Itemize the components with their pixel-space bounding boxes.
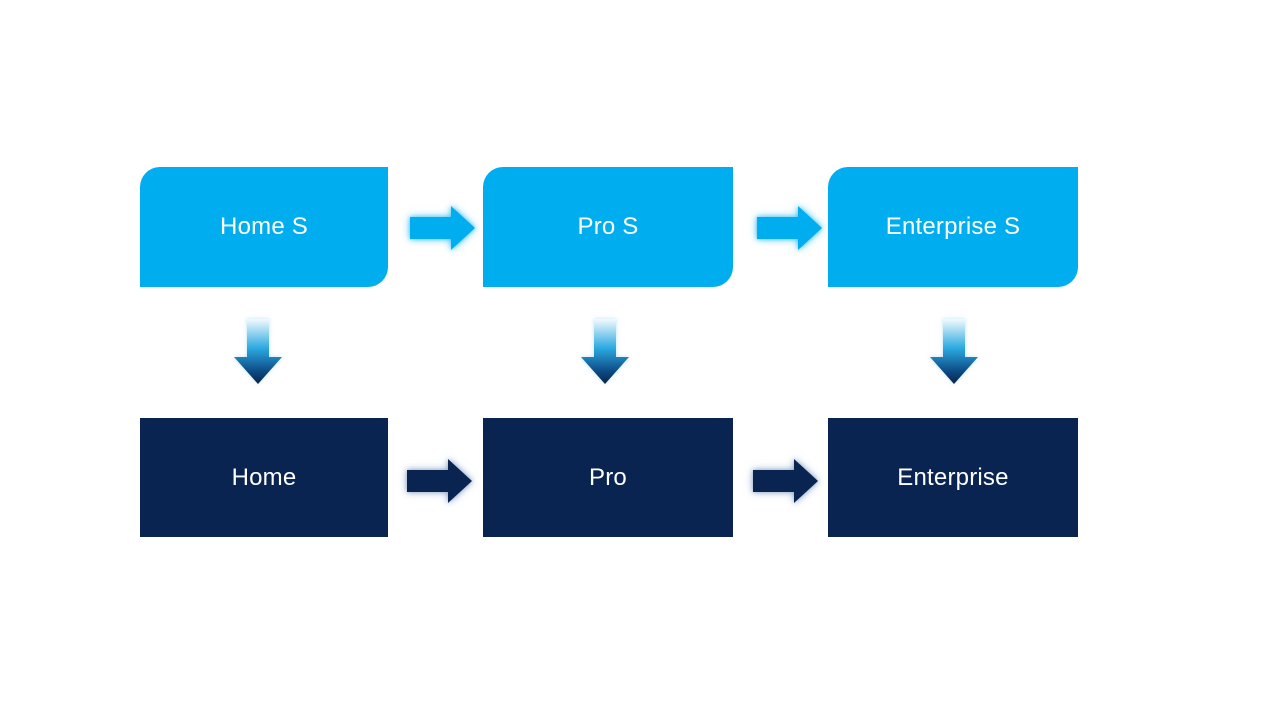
right-arrow-icon (753, 459, 818, 503)
stage-box-enterprise: Enterprise (828, 418, 1078, 537)
stage-box-pro-s: Pro S (483, 167, 733, 287)
right-arrow-icon (410, 206, 475, 250)
stage-box-label: Pro (589, 463, 627, 491)
right-arrow-icon (757, 206, 822, 250)
down-arrow-icon (234, 319, 282, 384)
stage-box-home: Home (140, 418, 388, 537)
down-arrow-icon (930, 319, 978, 384)
stage-box-pro: Pro (483, 418, 733, 537)
stage-box-home-s: Home S (140, 167, 388, 287)
stage-box-label: Home S (220, 213, 308, 240)
stage-box-enterprise-s: Enterprise S (828, 167, 1078, 287)
stage-box-label: Enterprise (897, 463, 1009, 491)
right-arrow-icon (407, 459, 472, 503)
stage-box-label: Enterprise S (885, 213, 1021, 240)
stage-box-label: Pro S (577, 213, 639, 240)
down-arrow-icon (581, 319, 629, 384)
stage-box-label: Home (231, 463, 297, 491)
